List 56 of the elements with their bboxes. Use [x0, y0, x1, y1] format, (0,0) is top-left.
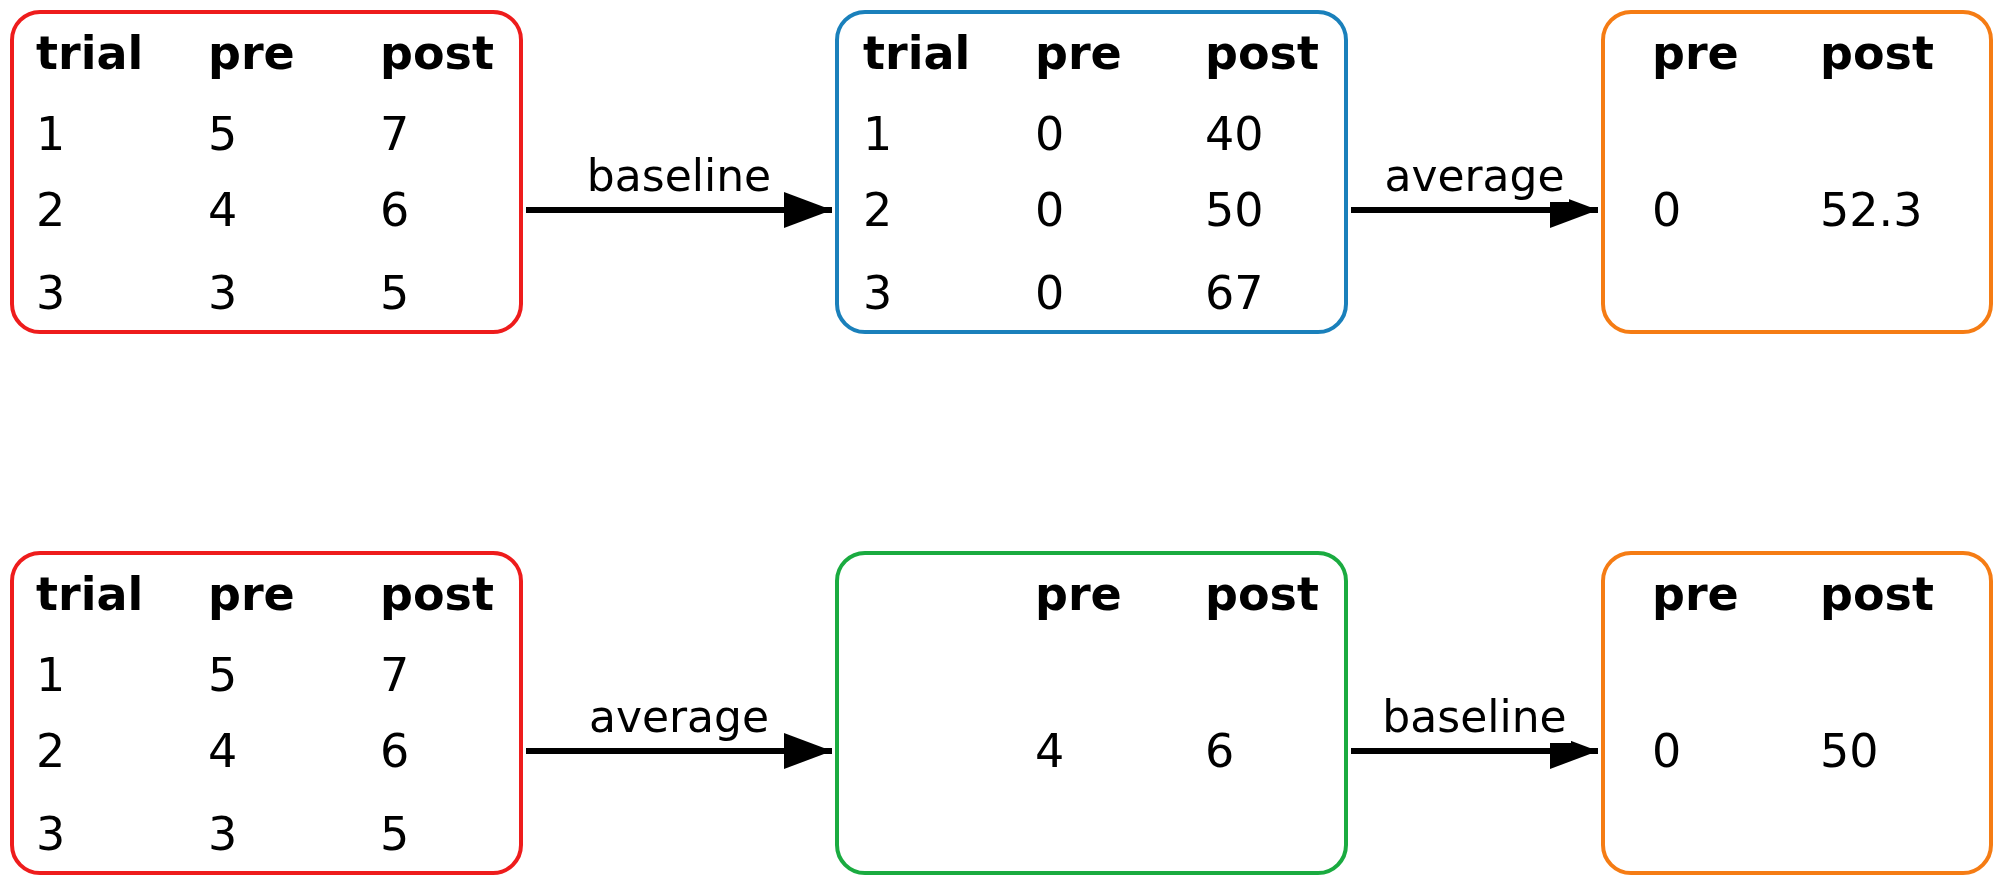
table-value: 67: [1205, 266, 1264, 320]
table-value: 40: [1205, 107, 1264, 161]
table-panel: [835, 10, 1348, 334]
column-header: post: [1205, 567, 1319, 621]
column-header: post: [380, 567, 494, 621]
column-header: post: [1820, 567, 1934, 621]
column-header: pre: [1652, 567, 1739, 621]
table-value: 1: [36, 648, 66, 702]
arrow: [526, 192, 832, 228]
table-value: 6: [1205, 724, 1235, 778]
column-header: post: [380, 26, 494, 80]
table-value: 6: [380, 183, 410, 237]
table-value: 5: [208, 107, 238, 161]
column-header: post: [1820, 26, 1934, 80]
table-value: 5: [208, 648, 238, 702]
table-value: 5: [380, 266, 410, 320]
column-header: pre: [1652, 26, 1739, 80]
column-header: pre: [1035, 26, 1122, 80]
table-value: 1: [36, 107, 66, 161]
table-panel: [10, 551, 523, 875]
table-value: 4: [1035, 724, 1065, 778]
column-header: pre: [208, 26, 295, 80]
table-value: 50: [1205, 183, 1264, 237]
arrow: [526, 733, 832, 769]
table-value: 3: [208, 807, 238, 861]
table-panel: [1601, 10, 1993, 334]
table-value: 2: [863, 183, 893, 237]
table-value: 4: [208, 183, 238, 237]
table-value: 2: [36, 183, 66, 237]
column-header: trial: [36, 567, 144, 621]
table-value: 3: [36, 266, 66, 320]
column-header: trial: [36, 26, 144, 80]
table-value: 1: [863, 107, 893, 161]
table-value: 0: [1652, 724, 1682, 778]
table-value: 0: [1652, 183, 1682, 237]
table-value: 52.3: [1820, 183, 1923, 237]
column-header: pre: [208, 567, 295, 621]
table-value: 0: [1035, 266, 1065, 320]
table-value: 0: [1035, 183, 1065, 237]
table-value: 3: [36, 807, 66, 861]
column-header: post: [1205, 26, 1319, 80]
table-value: 2: [36, 724, 66, 778]
table-value: 4: [208, 724, 238, 778]
table-value: 3: [863, 266, 893, 320]
table-value: 3: [208, 266, 238, 320]
table-panel: [835, 551, 1348, 875]
table-value: 7: [380, 648, 410, 702]
table-value: 0: [1035, 107, 1065, 161]
table-panel: [10, 10, 523, 334]
table-value: 7: [380, 107, 410, 161]
table-panel: [1601, 551, 1993, 875]
table-value: 6: [380, 724, 410, 778]
table-value: 50: [1820, 724, 1879, 778]
column-header: pre: [1035, 567, 1122, 621]
table-value: 5: [380, 807, 410, 861]
column-header: trial: [863, 26, 971, 80]
